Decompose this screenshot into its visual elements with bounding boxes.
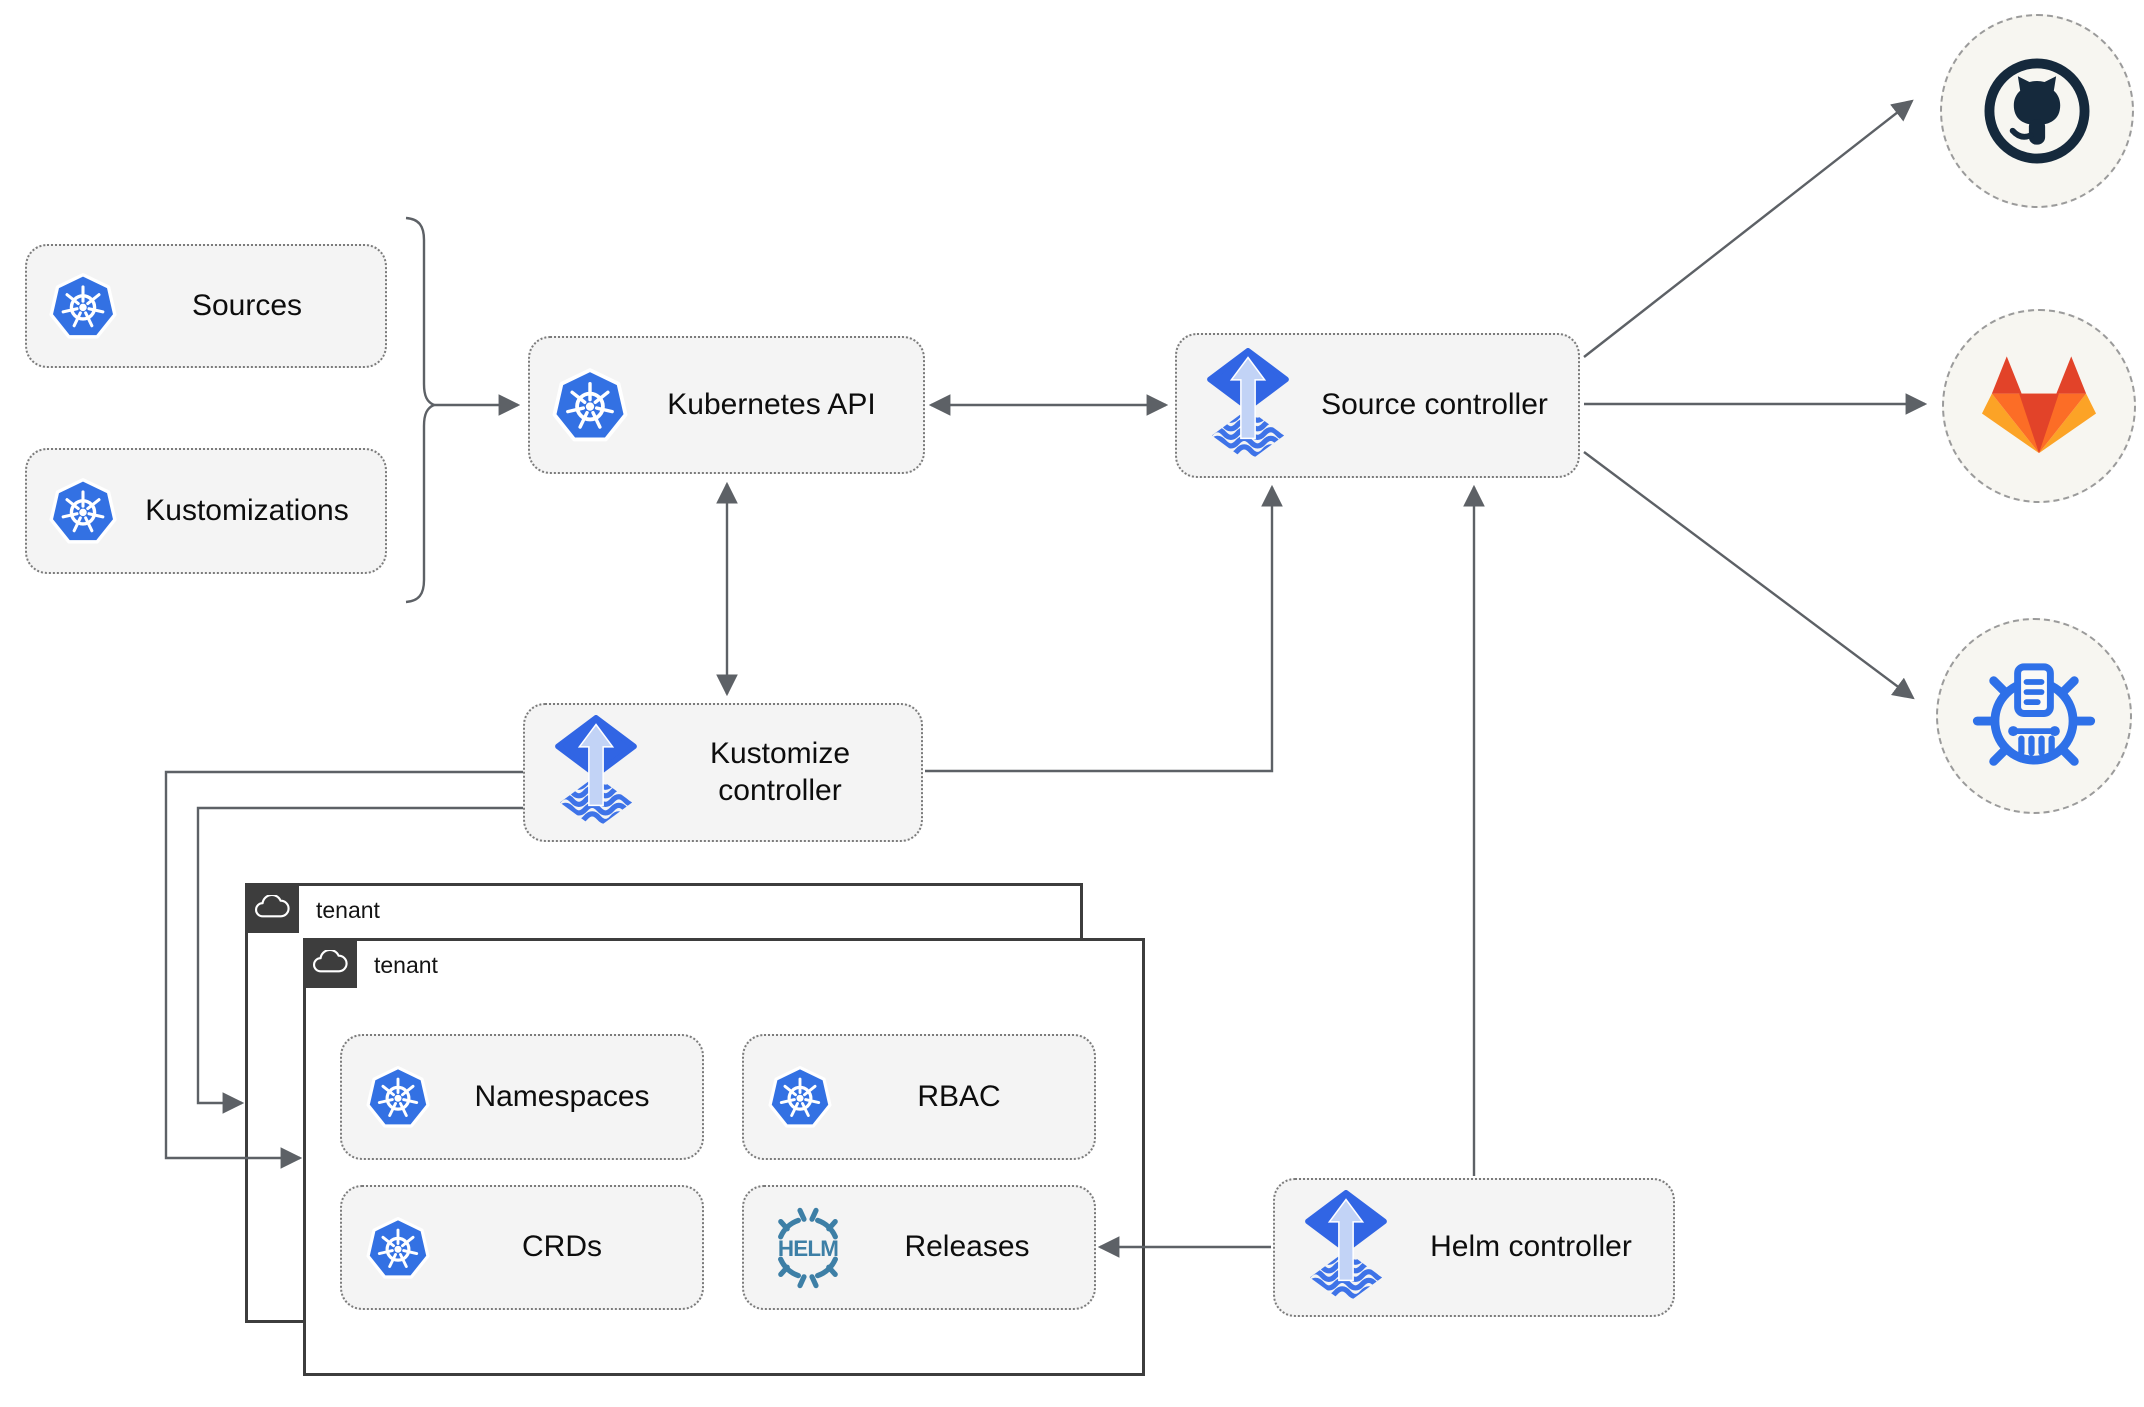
tenant-label: tenant [316,897,380,923]
node-label: RBAC [917,1079,1001,1113]
cloud-icon [312,950,348,977]
node-helm-controller: Helm controller [1273,1178,1675,1317]
kubernetes-icon [768,1065,832,1129]
tenant-label: tenant [374,952,438,978]
node-label: Namespaces [474,1079,650,1113]
node-label: Kustomizations [145,493,349,527]
node-label: CRDs [522,1230,602,1264]
kubernetes-icon [366,1065,430,1129]
flux-icon [1205,348,1291,464]
helm-repository-wheel-icon [1971,653,2097,779]
node-kubernetes-api: Kubernetes API [528,336,925,474]
node-namespaces: Namespaces [340,1034,704,1160]
node-rbac: RBAC [742,1034,1096,1160]
tenant-badge [245,883,299,933]
node-label: Sources [191,288,303,322]
helm-repository-endpoint [1936,618,2132,814]
node-label: Source controller [1321,388,1548,422]
kubernetes-icon [49,272,117,340]
node-releases: Releases [742,1185,1096,1310]
node-kustomize-controller: Kustomize controller [523,703,923,842]
edge-kustomizectrl-sourcectrl [925,484,1283,773]
node-kustomizations: Kustomizations [25,448,387,574]
tenant-badge [303,938,357,988]
node-source-controller: Source controller [1175,333,1580,478]
node-label: Helm controller [1430,1230,1632,1264]
github-endpoint [1940,14,2134,208]
kubernetes-icon [552,367,628,443]
node-label: Releases [904,1230,1030,1264]
brace-sources-group [405,216,438,604]
edge-sourcectrl-github [1583,99,1914,358]
node-crds: CRDs [340,1185,704,1310]
kubernetes-icon [49,477,117,545]
node-label: Kubernetes API [667,387,876,421]
node-sources: Sources [25,244,387,368]
edge-sourcectrl-helmrepo [1583,451,1915,700]
node-label: Kustomize controller [709,736,851,807]
flux-icon [1303,1190,1389,1306]
helm-icon [768,1205,848,1291]
kubernetes-icon [366,1216,430,1280]
github-icon [1979,53,2095,169]
cloud-icon [254,895,290,922]
gitlab-endpoint [1942,309,2136,503]
flux-icon [553,715,639,831]
gitlab-icon [1977,344,2101,468]
